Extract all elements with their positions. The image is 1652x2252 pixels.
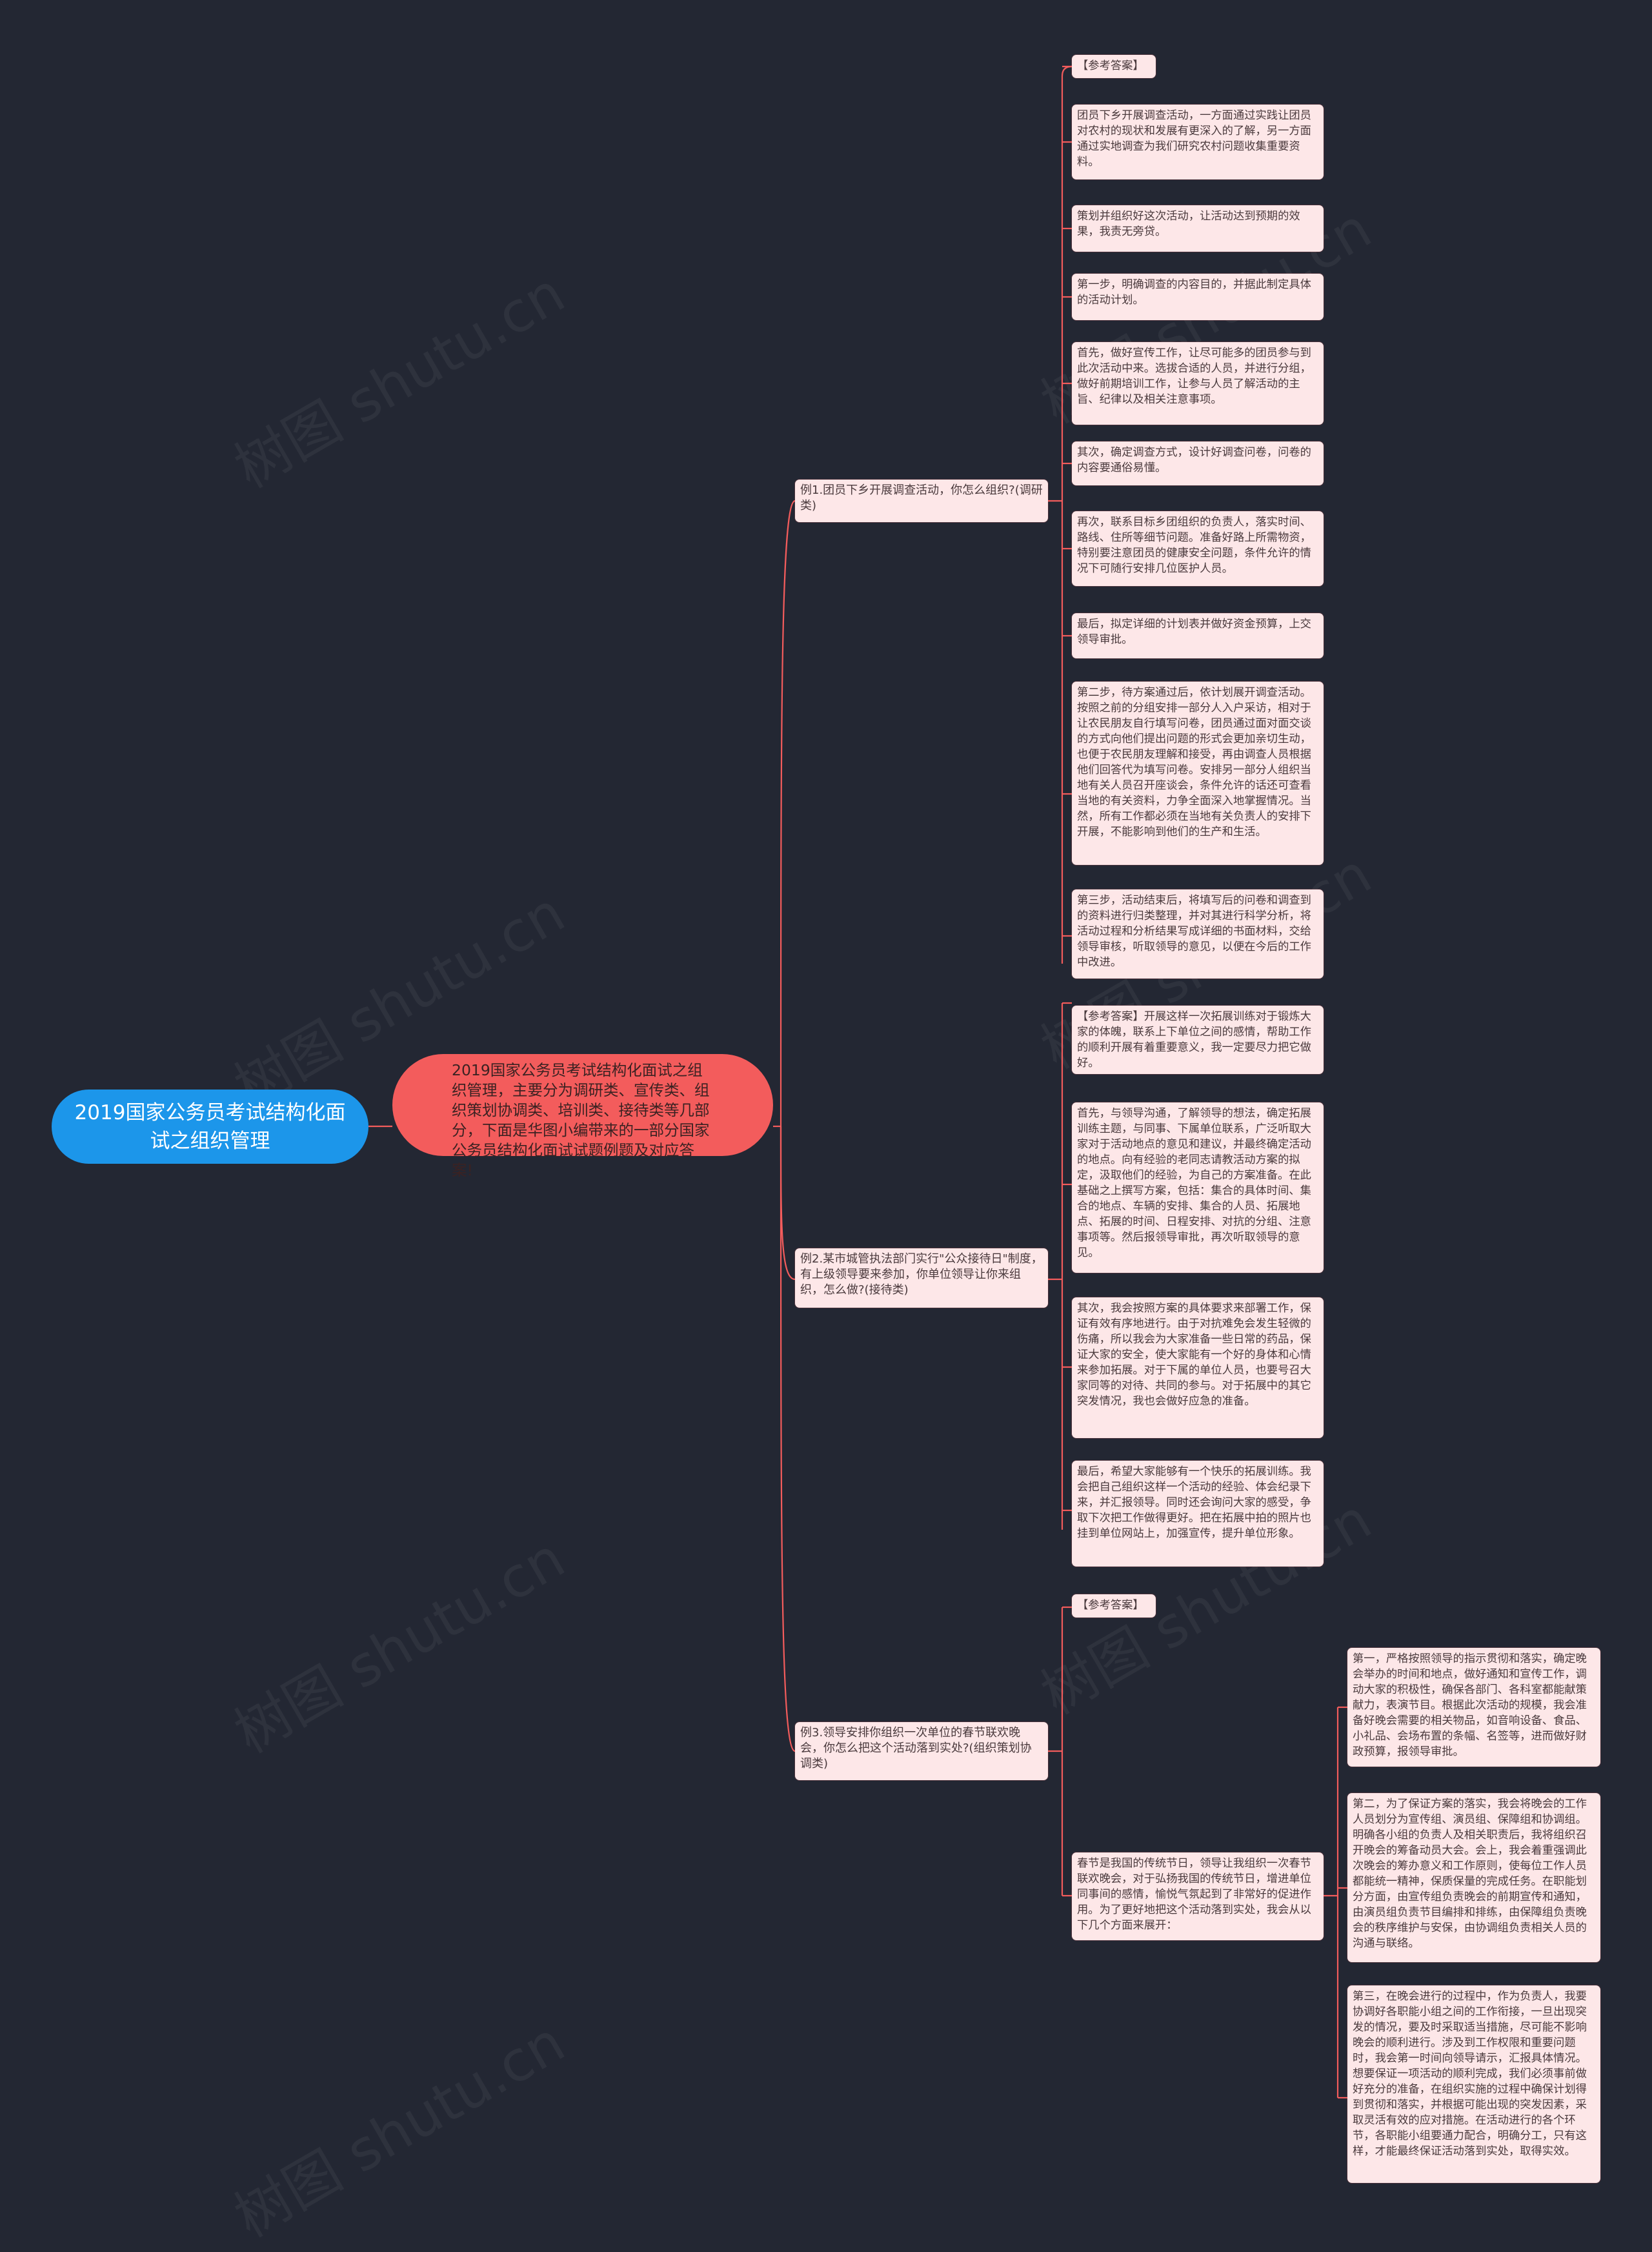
root-topic[interactable]: 2019国家公务员考试结构化面试之组织管理 [52, 1090, 368, 1164]
q2-answer-intro[interactable]: 【参考答案】开展这样一次拓展训练对于锻炼大家的体魄，联系上下单位之间的感情，帮助… [1072, 1006, 1324, 1074]
q1-step-3[interactable]: 第三步，活动结束后，将填写后的问卷和调查到的资料进行归类整理，并对其进行科学分析… [1072, 889, 1324, 979]
q2-answer-last[interactable]: 最后，希望大家能够有一个快乐的拓展训练。我会把自己组织这样一个活动的经验、体会纪… [1072, 1461, 1324, 1567]
q3-answer-label[interactable]: 【参考答案】 [1072, 1594, 1156, 1618]
q1-step-1[interactable]: 第一步，明确调查的内容目的，并据此制定具体的活动计划。 [1072, 274, 1324, 320]
q1-step-1-second[interactable]: 其次，确定调查方式，设计好调查问卷，问卷的内容要通俗易懂。 [1072, 441, 1324, 485]
q3-answer-main[interactable]: 春节是我国的传统节日，领导让我组织一次春节联欢晚会，对于弘扬我国的传统节日，增进… [1072, 1852, 1324, 1940]
q1-step-1-third[interactable]: 再次，联系目标乡团组织的负责人，落实时间、路线、住所等细节问题。准备好路上所需物… [1072, 511, 1324, 586]
q3-step-1[interactable]: 第一，严格按照领导的指示贯彻和落实，确定晚会举办的时间和地点，做好通知和宣传工作… [1347, 1648, 1600, 1767]
q2-answer-first[interactable]: 首先，与领导沟通，了解领导的想法，确定拓展训练主题，与同事、下属单位联系，广泛听… [1072, 1102, 1324, 1273]
question-1[interactable]: 例1.团员下乡开展调查活动，你怎么组织?(调研类) [795, 480, 1048, 522]
intro-node[interactable]: 2019国家公务员考试结构化面试之组织管理，主要分为调研类、宣传类、组织策划协调… [392, 1054, 773, 1179]
q1-step-2[interactable]: 第二步，待方案通过后，依计划展开调查活动。按照之前的分组安排一部分人入户采访，相… [1072, 682, 1324, 865]
q3-step-2[interactable]: 第二，为了保证方案的落实，我会将晚会的工作人员划分为宣传组、演员组、保障组和协调… [1347, 1793, 1600, 1962]
q1-step-1-last[interactable]: 最后，拟定详细的计划表并做好资金预算，上交领导审批。 [1072, 613, 1324, 658]
q2-answer-second[interactable]: 其次，我会按照方案的具体要求来部署工作，保证有效有序地进行。由于对抗难免会发生轻… [1072, 1297, 1324, 1438]
watermark: 树图 shutu.cn [224, 1525, 576, 1766]
q3-step-3[interactable]: 第三，在晚会进行的过程中，作为负责人，我要协调好各职能小组之间的工作衔接，一旦出… [1347, 1985, 1600, 2183]
q1-step-1-first[interactable]: 首先，做好宣传工作，让尽可能多的团员参与到此次活动中来。选拔合适的人员，并进行分… [1072, 342, 1324, 425]
q1-answer-resolve[interactable]: 策划并组织好这次活动，让活动达到预期的效果，我责无旁贷。 [1072, 205, 1324, 252]
q1-answer-label[interactable]: 【参考答案】 [1072, 55, 1156, 78]
question-2[interactable]: 例2.某市城管执法部门实行"公众接待日"制度，有上级领导要来参加，你单位领导让你… [795, 1248, 1048, 1308]
question-3[interactable]: 例3.领导安排你组织一次单位的春节联欢晚会，你怎么把这个活动落到实处?(组织策划… [795, 1722, 1048, 1780]
watermark: 树图 shutu.cn [224, 260, 576, 501]
q1-answer-intro[interactable]: 团员下乡开展调查活动，一方面通过实践让团员对农村的现状和发展有更深入的了解，另一… [1072, 105, 1324, 179]
watermark: 树图 shutu.cn [224, 2009, 576, 2250]
